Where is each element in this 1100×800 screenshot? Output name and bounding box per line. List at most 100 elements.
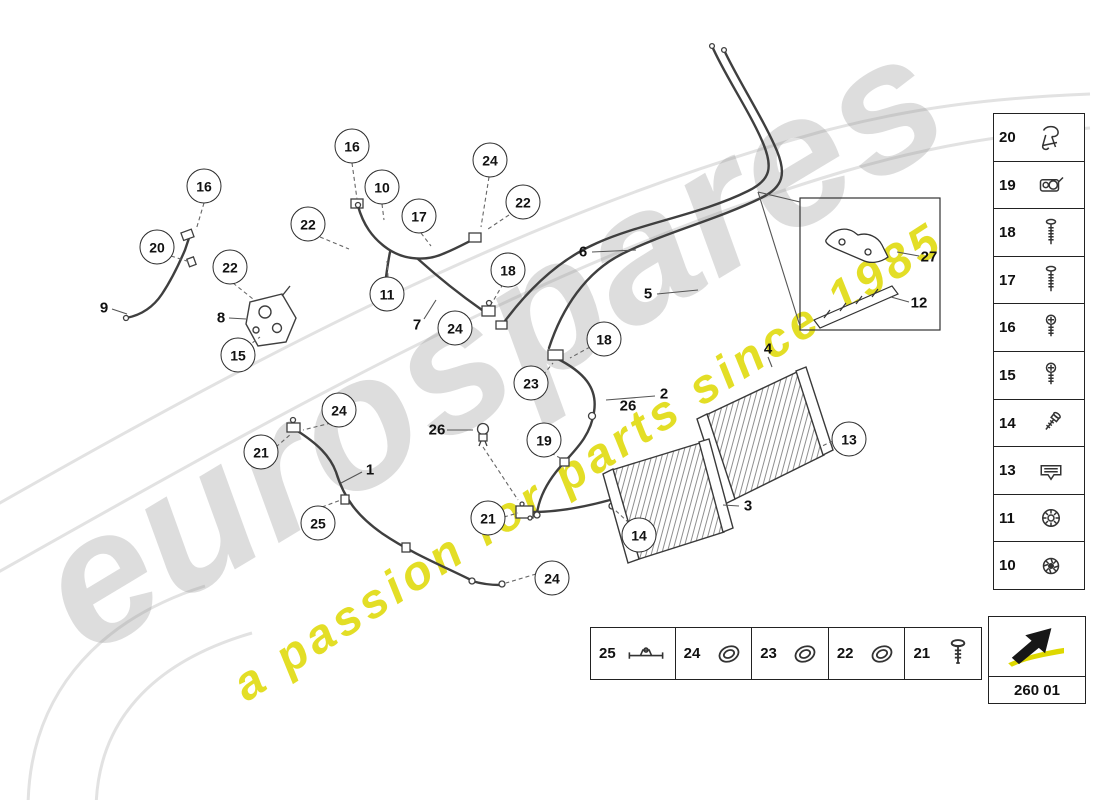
callout-19[interactable]: 19 [526,422,562,458]
callout-22[interactable]: 22 [505,184,541,220]
part-label-26[interactable]: 26 [428,421,446,439]
part-label-27[interactable]: 27 [920,248,938,266]
part-label-5[interactable]: 5 [643,285,653,303]
part-number: 13 [999,462,1016,480]
label-leaders [111,191,920,507]
pipe-clip-icon [625,636,667,672]
part-number: 22 [836,645,854,662]
callout-24[interactable]: 24 [534,560,570,596]
callout-17[interactable]: 17 [401,198,437,234]
part-ref-15[interactable]: 15 [993,351,1085,401]
callout-20[interactable]: 20 [139,229,175,265]
part-label-7[interactable]: 7 [412,316,422,334]
callout-13[interactable]: 13 [831,421,867,457]
callout-21[interactable]: 21 [470,500,506,536]
pipe-5 [547,48,784,350]
callout-24[interactable]: 24 [321,392,357,428]
part-label-8[interactable]: 8 [216,309,226,327]
part-number: 23 [760,645,777,662]
long-bolt-icon [1023,260,1079,300]
star-cap-icon [1023,498,1079,538]
harness-clip-icon [1023,118,1079,158]
callout-11[interactable]: 11 [369,276,405,312]
part-number: 10 [999,557,1016,575]
part-label-6[interactable]: 6 [578,243,588,261]
pipe-2 [535,356,596,515]
part-ref-25[interactable]: 25 [590,627,676,680]
callout-22[interactable]: 22 [290,206,326,242]
part-label-9[interactable]: 9 [99,299,109,317]
detail-box [799,197,941,331]
callout-23[interactable]: 23 [513,365,549,401]
ac-pipes [124,44,784,587]
pipe-fittings [122,42,728,588]
service-valve-icon [1023,403,1079,443]
callout-24[interactable]: 24 [437,310,473,346]
part-ref-22[interactable]: 22 [827,627,906,680]
callout-14[interactable]: 14 [621,517,657,553]
torx-screw-icon [1023,356,1079,396]
parts-sidebar: 20 19 18 17 16 15 14 13 11 10 [993,113,1085,591]
part-number: 21 [913,645,931,662]
part-ref-23[interactable]: 23 [751,627,830,680]
long-bolt-icon [1023,213,1079,253]
callout-25[interactable]: 25 [300,505,336,541]
callout-16[interactable]: 16 [186,168,222,204]
part-label-1[interactable]: 1 [365,461,375,479]
callout-10[interactable]: 10 [364,169,400,205]
pipe-6 [500,44,770,327]
part-ref-10[interactable]: 10 [993,541,1085,591]
part-ref-21[interactable]: 21 [904,627,983,680]
part-ref-18[interactable]: 18 [993,208,1085,258]
part-ref-19[interactable]: 19 [993,160,1085,210]
diagram-code: 260 01 [989,676,1085,703]
torx-screw-icon [1023,308,1079,348]
callout-21[interactable]: 21 [243,434,279,470]
pipe-7 [356,204,476,260]
o-ring-icon [863,636,901,672]
pipe-1 [294,428,471,581]
pipe-7-stub [384,250,392,279]
callout-24[interactable]: 24 [472,142,508,178]
part-ref-24[interactable]: 24 [674,627,753,680]
junction-link [531,498,612,514]
part-label-3[interactable]: 3 [743,497,753,515]
retainer-clip-icon [1023,451,1079,491]
part-ref-16[interactable]: 16 [993,303,1085,353]
condenser-4 [696,366,834,505]
part-ref-20[interactable]: 20 [993,113,1085,162]
part-number: 11 [999,509,1015,527]
callout-22[interactable]: 22 [212,249,248,285]
star-rivet-icon [1023,546,1079,586]
valve-icon [1023,165,1079,205]
diagram-code-box[interactable]: 260 01 [988,616,1086,704]
part-ref-17[interactable]: 17 [993,255,1085,305]
callout-15[interactable]: 15 [220,337,256,373]
part-ref-13[interactable]: 13 [993,446,1085,496]
part-ref-11[interactable]: 11 [993,493,1085,543]
part-number: 17 [999,271,1016,289]
direction-arrow-icon [989,617,1085,676]
part-label-4[interactable]: 4 [763,340,773,358]
callout-18[interactable]: 18 [490,252,526,288]
callout-16[interactable]: 16 [334,128,370,164]
part-ref-14[interactable]: 14 [993,398,1085,448]
screw-icon [939,636,977,672]
part-label-26[interactable]: 26 [619,397,637,415]
part-label-2[interactable]: 2 [659,385,669,403]
part-number: 20 [999,129,1016,146]
part-number: 15 [999,367,1016,385]
pipe-9 [124,236,191,320]
pressure-sensor-26 [476,422,490,447]
part-label-12[interactable]: 12 [910,294,928,312]
o-ring-icon [786,636,824,672]
part-number: 24 [683,645,701,662]
retainer-strip-12 [813,285,899,329]
fasteners-legend: 25 24 23 22 21 [590,627,983,680]
callout-18[interactable]: 18 [586,321,622,357]
part-number: 18 [999,224,1016,242]
o-ring-icon [710,636,748,672]
bracket-27 [825,228,889,264]
